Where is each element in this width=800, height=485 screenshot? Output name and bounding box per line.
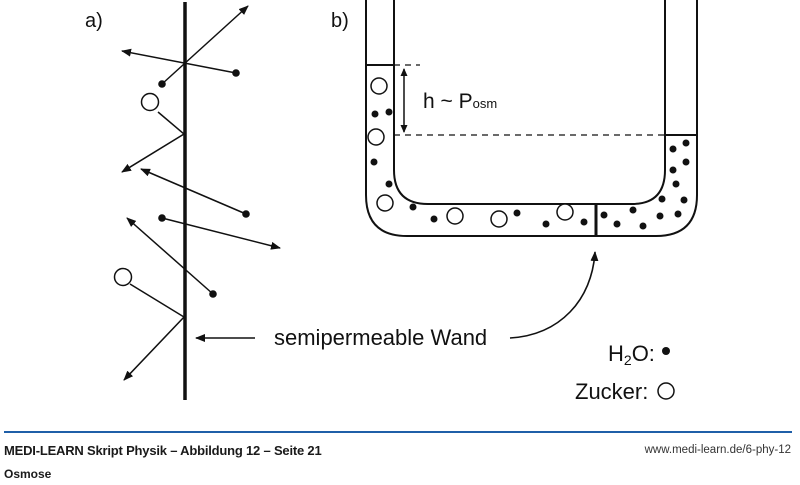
trajectory-sugar-reflect-1	[121, 111, 186, 173]
footer-title: MEDI-LEARN Skript Physik – Abbildung 12 …	[4, 443, 322, 458]
osmosis-diagram: a) b)	[85, 0, 698, 404]
footer-url[interactable]: www.medi-learn.de/6-phy-12	[644, 444, 791, 456]
footer-divider	[4, 431, 792, 433]
height-label: h ~ Posm	[423, 90, 497, 113]
trajectory-water-pass-4	[161, 217, 281, 250]
legend: H2O: Zucker:	[575, 341, 675, 404]
legend-water-label: H2O:	[608, 341, 655, 368]
trajectory-water-pass-2	[121, 48, 237, 74]
trajectory-sugar-reflect-2	[123, 283, 186, 381]
membrane-pointer-arrow	[509, 251, 599, 339]
u-tube-outer-wall	[365, 0, 698, 237]
sugar-molecules-a	[113, 92, 160, 287]
molecule-trajectories	[121, 5, 281, 381]
trajectory-water-pass-1	[161, 5, 249, 85]
legend-sugar-symbol-icon	[657, 382, 675, 400]
panel-a-label: a)	[85, 10, 103, 32]
u-tube	[365, 0, 698, 237]
footer-subtitle: Osmose	[4, 467, 52, 481]
legend-sugar-label: Zucker:	[575, 379, 648, 404]
u-tube-inner-wall	[393, 0, 666, 205]
trajectory-water-pass-5	[126, 217, 214, 295]
legend-water-symbol-icon	[662, 347, 670, 355]
water-molecules-b	[370, 108, 690, 230]
wall-label: semipermeable Wand	[274, 325, 487, 350]
water-molecules-a	[158, 69, 250, 298]
level-lines	[394, 64, 665, 136]
sugar-molecules-b	[367, 77, 574, 228]
trajectory-water-pass-3	[140, 168, 247, 215]
panel-b-label: b)	[331, 10, 349, 32]
